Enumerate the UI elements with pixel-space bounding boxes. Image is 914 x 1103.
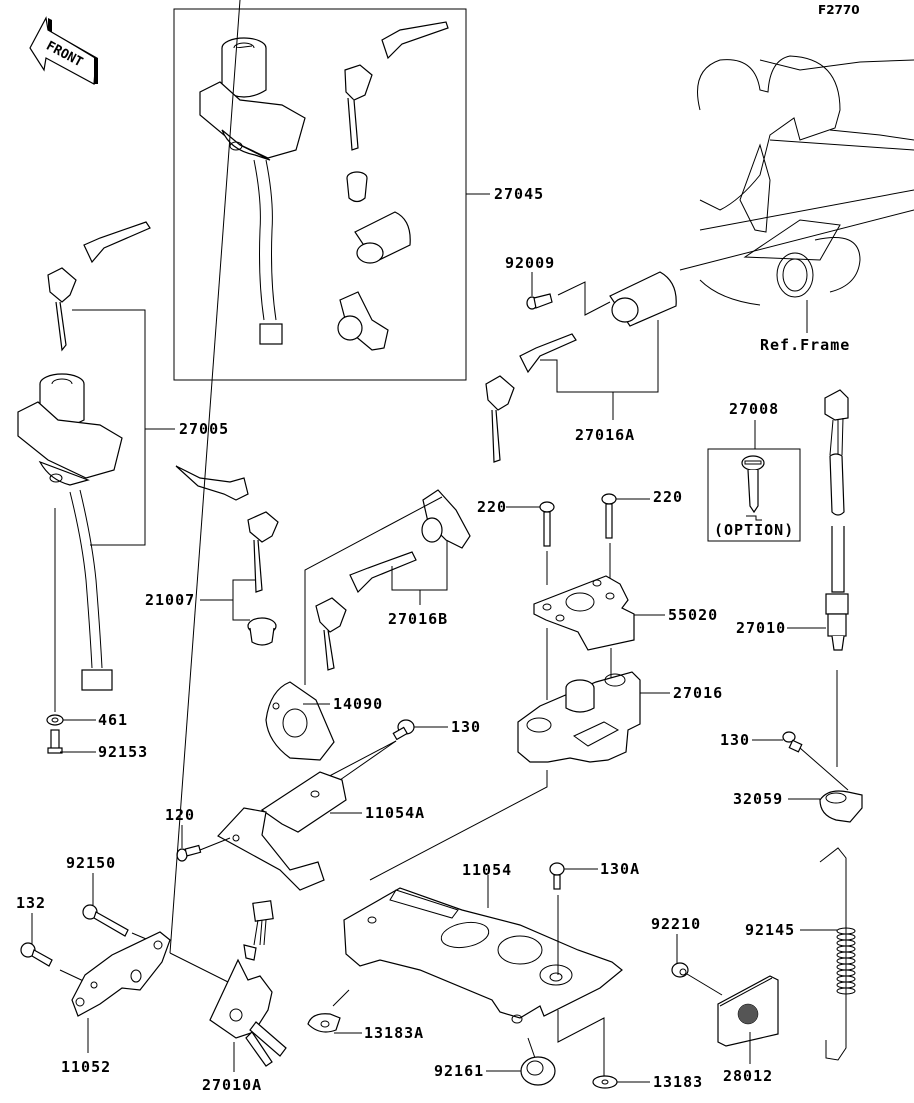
lock-set-27016B xyxy=(315,489,471,671)
callout-11052: 11052 xyxy=(61,1058,111,1076)
bolt-130-right xyxy=(782,731,803,753)
callout-27016: 27016 xyxy=(673,684,723,702)
switch-27010A xyxy=(209,900,287,1067)
lock-assy-27016 xyxy=(517,671,641,763)
callout-461: 461 xyxy=(98,711,128,729)
switch-27010 xyxy=(824,389,849,651)
callout-55020: 55020 xyxy=(668,606,718,624)
bolt-130-middle xyxy=(392,719,415,741)
callout-27010: 27010 xyxy=(736,619,786,637)
callout-130-middle: 130 xyxy=(451,718,481,736)
plate-55020 xyxy=(533,575,635,651)
option-box xyxy=(707,448,801,542)
flange-lock-kit xyxy=(337,291,389,351)
callout-92161: 92161 xyxy=(434,1062,484,1080)
bracket-11054A xyxy=(217,771,347,891)
callout-27045: 27045 xyxy=(494,185,544,203)
callout-32059: 32059 xyxy=(733,790,783,808)
callout-120: 120 xyxy=(165,806,195,824)
callout-92150: 92150 xyxy=(66,854,116,872)
callout-27008: 27008 xyxy=(729,400,779,418)
callout-21007: 21007 xyxy=(145,591,195,609)
bolt-92150 xyxy=(82,904,129,937)
lock-set-27016A xyxy=(485,271,677,463)
option-note: (OPTION) xyxy=(714,521,794,539)
callout-132: 132 xyxy=(16,894,46,912)
bracket-11052 xyxy=(71,931,171,1017)
callout-11054: 11054 xyxy=(462,861,512,879)
front-arrow-icon: FRONT xyxy=(29,16,98,85)
callout-92145: 92145 xyxy=(745,921,795,939)
callout-13183: 13183 xyxy=(653,1073,703,1091)
callout-27016B: 27016B xyxy=(388,610,448,628)
washer-13183 xyxy=(592,1075,618,1089)
callout-130A: 130A xyxy=(600,860,640,878)
bracket-11054 xyxy=(343,887,623,1024)
ref-frame-note: Ref.Frame xyxy=(760,336,850,354)
callout-11054A: 11054A xyxy=(365,804,425,822)
lock-plug-kit xyxy=(346,171,368,203)
callout-13183A: 13183A xyxy=(364,1024,424,1042)
washer-461 xyxy=(46,714,64,726)
screw-92009 xyxy=(526,293,553,310)
callout-27010A: 27010A xyxy=(202,1076,262,1094)
figure-code: F2770 xyxy=(818,3,860,17)
lock-cylinder-kit xyxy=(354,211,411,264)
cover-14090 xyxy=(265,681,335,761)
ignition-switch-27005 xyxy=(17,221,151,691)
callout-220-left: 220 xyxy=(477,498,507,516)
callout-130-right: 130 xyxy=(720,731,750,749)
callout-92009: 92009 xyxy=(505,254,555,272)
key-blank-27008 xyxy=(741,455,765,521)
frame-reference xyxy=(679,55,914,306)
callout-92210: 92210 xyxy=(651,915,701,933)
callout-27016A: 27016A xyxy=(575,426,635,444)
callout-14090: 14090 xyxy=(333,695,383,713)
nut-92210 xyxy=(671,962,689,978)
clip-13183A xyxy=(307,1013,341,1033)
spring-92145 xyxy=(819,847,856,1061)
kit-box-27045 xyxy=(173,8,467,381)
bolt-132 xyxy=(20,942,53,967)
bolt-120 xyxy=(176,844,202,862)
callout-92153: 92153 xyxy=(98,743,148,761)
ignition-switch-kit xyxy=(199,37,306,345)
bolt-92153 xyxy=(47,729,63,754)
callout-28012: 28012 xyxy=(723,1067,773,1085)
screw-220-right xyxy=(601,493,617,539)
damper-92161 xyxy=(520,1056,556,1086)
key-cylinder-21007 xyxy=(175,465,279,646)
screw-220-left xyxy=(539,501,555,547)
callout-220-right: 220 xyxy=(653,488,683,506)
clamp-32059 xyxy=(819,790,863,823)
key-pair-kit xyxy=(344,21,449,151)
key-card-28012 xyxy=(717,975,779,1047)
bolt-130A xyxy=(549,862,565,890)
callout-27005: 27005 xyxy=(179,420,229,438)
